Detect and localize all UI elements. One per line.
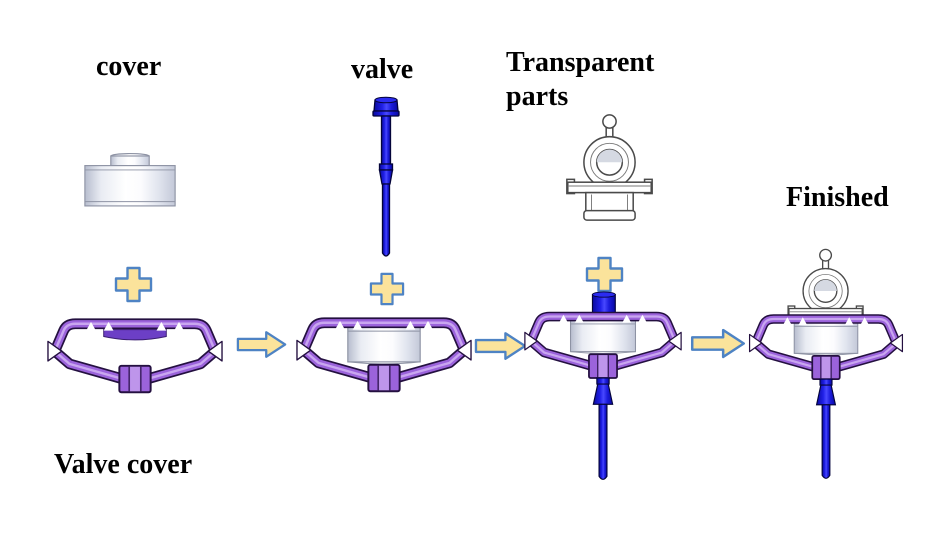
assembly-step-4-finished [748,248,904,479]
assembly-step-1-valve-cover [47,314,223,402]
cover-part [84,153,176,207]
plus-icon [585,256,624,293]
label-valve: valve [351,54,414,85]
transparent-part [566,114,653,221]
arrow-right-icon [690,328,746,359]
assembly-step-2-with-cover [296,313,472,401]
plus-icon [114,266,153,303]
label-valve-cover: Valve cover [54,449,193,480]
valve-part [372,96,400,257]
arrow-right-icon [474,332,527,360]
plus-icon [369,272,405,306]
label-cover: cover [96,51,162,82]
assembly-step-3-with-valve [524,291,682,480]
label-transparent-parts: Transparent parts [506,47,655,112]
label-finished: Finished [786,182,889,213]
arrow-right-icon [236,331,287,358]
